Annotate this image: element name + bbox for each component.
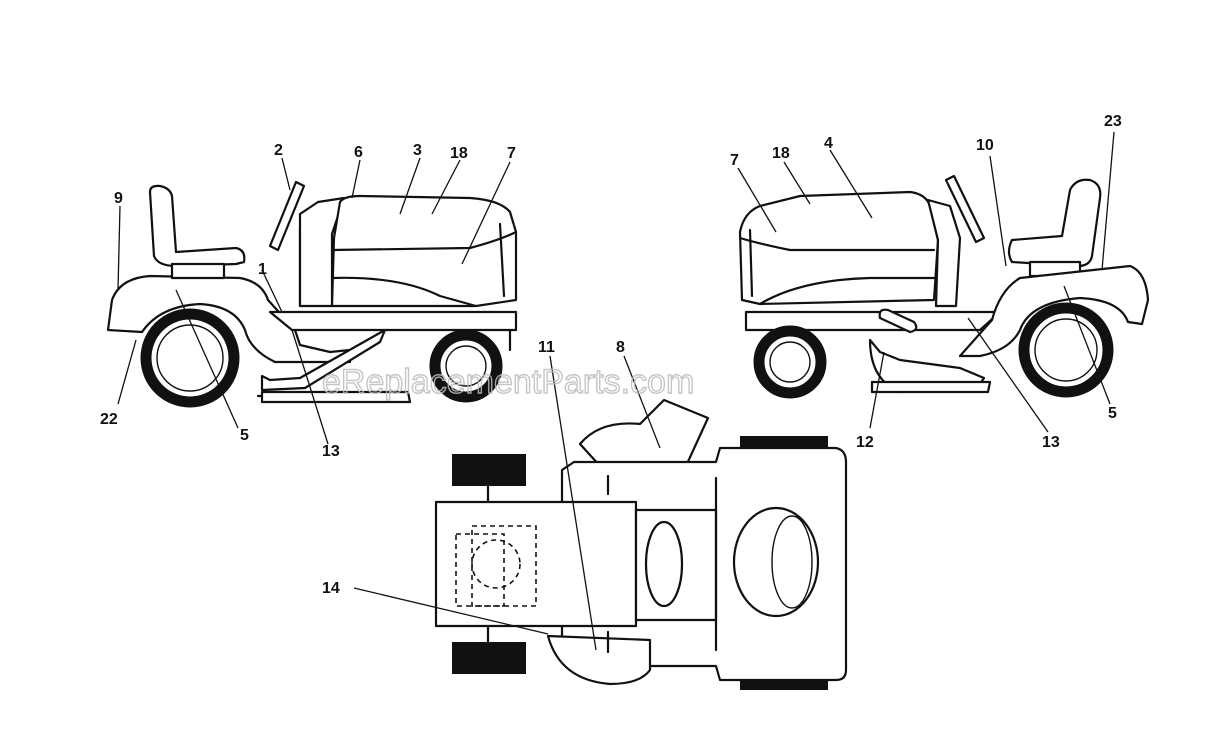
callout-8: 8 xyxy=(616,339,625,356)
top-view-leaders xyxy=(353,355,661,651)
left-view-callouts: 2 6 3 18 7 9 1 22 5 13 xyxy=(100,142,516,460)
callout-7-right: 7 xyxy=(730,152,739,169)
callout-18: 18 xyxy=(450,145,468,162)
tractor-right-side-view xyxy=(738,174,1150,399)
watermark-text: eReplacementParts.com xyxy=(322,363,694,401)
right-view-leaders xyxy=(737,131,1115,433)
tractor-left-side-view xyxy=(106,180,518,408)
callout-1: 1 xyxy=(258,261,267,278)
callout-11: 11 xyxy=(538,339,555,356)
callout-7: 7 xyxy=(507,145,516,162)
callout-10: 10 xyxy=(976,137,994,154)
callout-22: 22 xyxy=(100,411,118,428)
callout-9: 9 xyxy=(114,190,123,207)
callout-3: 3 xyxy=(413,142,422,159)
callout-5: 5 xyxy=(240,427,249,444)
callout-12: 12 xyxy=(856,434,874,451)
callout-14: 14 xyxy=(322,580,340,597)
left-view-leaders xyxy=(117,157,511,445)
tractor-top-view xyxy=(434,398,848,690)
top-view-callouts: 11 8 14 xyxy=(322,339,625,597)
callout-13: 13 xyxy=(322,443,340,460)
right-view-callouts: 7 18 4 10 23 12 13 5 xyxy=(730,113,1122,451)
callout-13-right: 13 xyxy=(1042,434,1060,451)
callout-18-right: 18 xyxy=(772,145,790,162)
callout-5-right: 5 xyxy=(1108,405,1117,422)
callout-4: 4 xyxy=(824,135,833,152)
callout-6: 6 xyxy=(354,144,363,161)
callout-23: 23 xyxy=(1104,113,1122,130)
callout-2: 2 xyxy=(274,142,283,159)
